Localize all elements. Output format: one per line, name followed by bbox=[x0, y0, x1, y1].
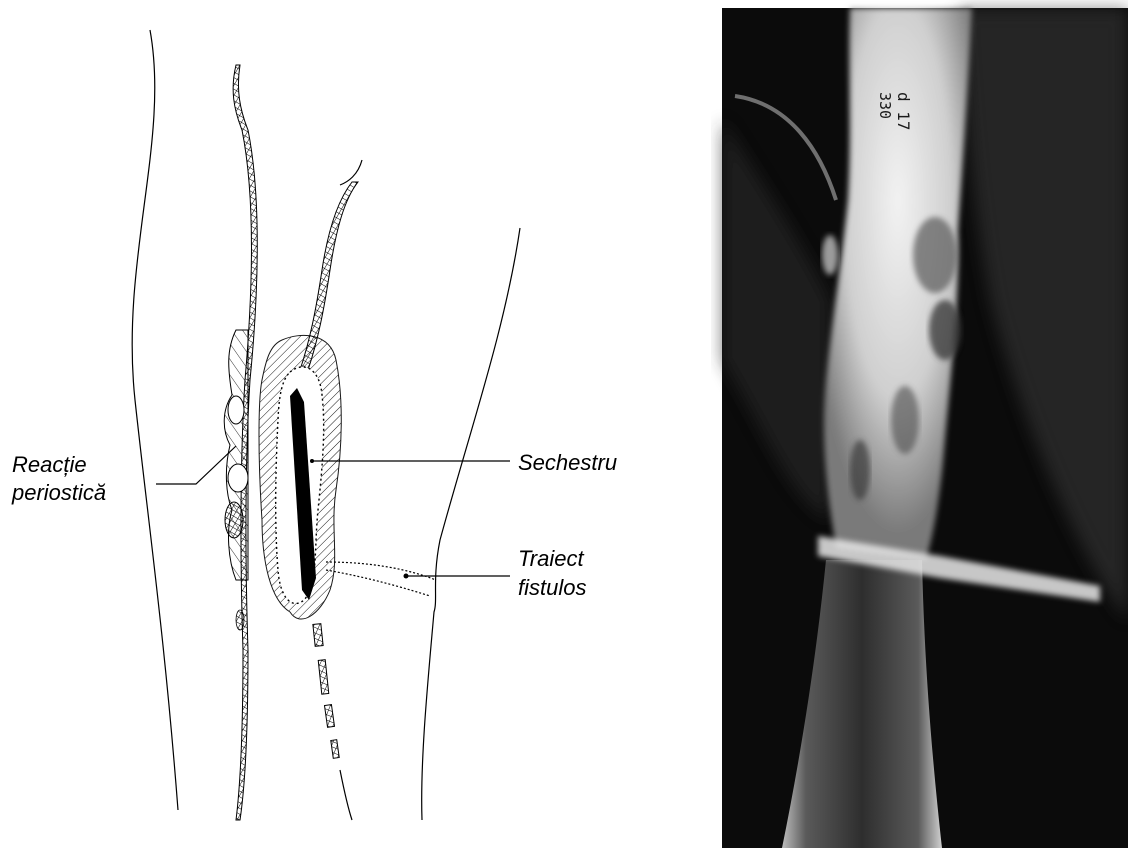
label-fistula-line2: fistulos bbox=[518, 575, 586, 600]
fistulous-tract bbox=[326, 562, 436, 596]
xray-marking-top: d 17 bbox=[894, 92, 913, 131]
label-sequestrum: Sechestru bbox=[518, 450, 617, 475]
periosteal-nodule-2 bbox=[228, 464, 248, 492]
soft-tissue-outline-right bbox=[422, 228, 520, 820]
leader-periosteal bbox=[156, 446, 236, 484]
leader-fistula-dot bbox=[404, 574, 409, 579]
schematic-drawing: Reacție periostică Sechestru Traiect fis… bbox=[11, 30, 617, 820]
lower-cortex-segments bbox=[313, 624, 352, 820]
periosteal-nodule-4 bbox=[236, 610, 244, 630]
periosteal-nodule-1 bbox=[228, 396, 244, 424]
skin-line-top-right bbox=[340, 160, 362, 185]
leader-sequestrum-dot bbox=[310, 459, 314, 463]
soft-tissue-outline-left bbox=[132, 30, 178, 810]
xray-marking-bottom: 330 bbox=[876, 92, 894, 119]
xray-image: d 17 330 bbox=[722, 8, 1128, 848]
label-periosteal-reaction-line2: periostică bbox=[11, 480, 106, 505]
label-fistula-line1: Traiect bbox=[518, 546, 584, 571]
label-periosteal-reaction-line1: Reacție bbox=[12, 452, 87, 477]
periosteal-nodule-3 bbox=[225, 502, 243, 538]
periosteal-reaction-region bbox=[224, 330, 248, 580]
